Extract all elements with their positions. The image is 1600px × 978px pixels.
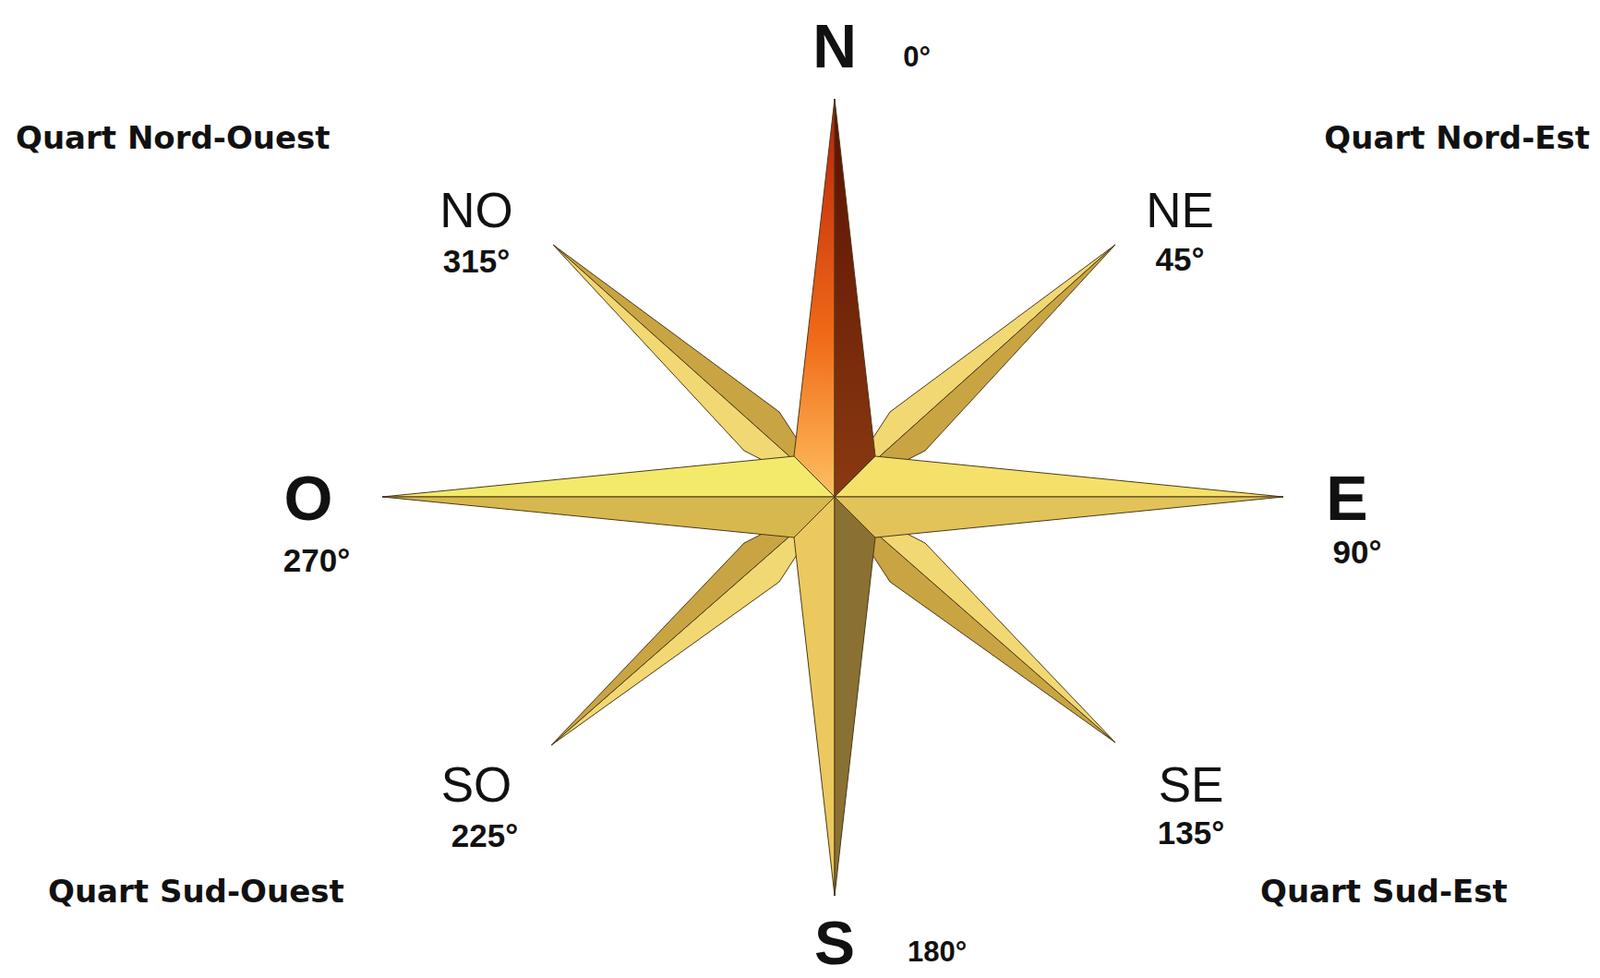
- cardinal-letter: E: [1325, 466, 1368, 530]
- quarter-label: Quart Sud-Ouest: [48, 875, 345, 907]
- degree-value: 135°: [1157, 816, 1225, 849]
- star-arms: [382, 98, 1284, 896]
- intercardinal-letter: NO: [439, 185, 514, 235]
- quarter-label: Quart Nord-Est: [1323, 121, 1590, 154]
- quarter-label: Quart Nord-Ouest: [15, 121, 331, 154]
- degree-value: 225°: [451, 818, 518, 852]
- degree-value: 90°: [1333, 535, 1383, 568]
- cardinal-letter: O: [284, 466, 334, 530]
- quarter-label: Quart Sud-Est: [1260, 875, 1508, 907]
- degree-value: 0°: [902, 42, 931, 72]
- cardinal-letter: N: [812, 15, 857, 77]
- degree-value: 315°: [443, 244, 510, 277]
- degree-value: 270°: [283, 543, 350, 577]
- intercardinal-letter: SE: [1158, 759, 1225, 809]
- cardinal-letter: S: [814, 912, 855, 974]
- degree-value: 180°: [907, 937, 967, 966]
- intercardinal-letter: NE: [1145, 185, 1215, 235]
- intercardinal-letter: SO: [441, 759, 513, 809]
- degree-value: 45°: [1155, 242, 1205, 276]
